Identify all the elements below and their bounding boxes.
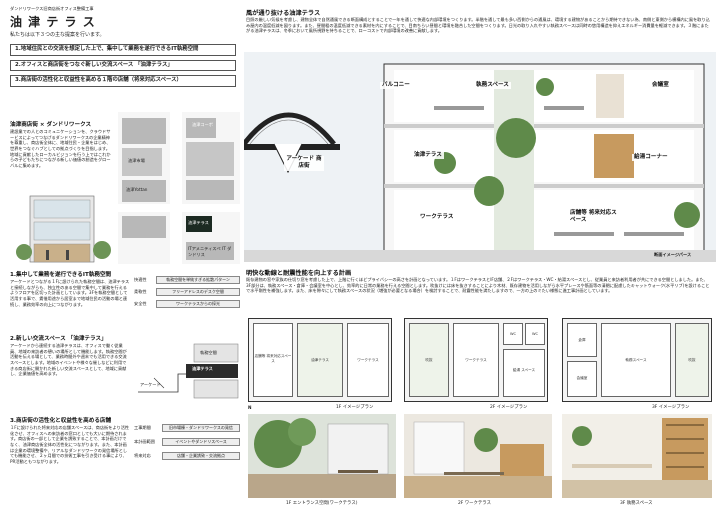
section3-flow: 工事期間 旧市場棟・ダンドリワークスの発信 本計画範囲 イベントやダンドリスペー… [134,424,240,460]
photo-3f-office [562,414,712,498]
north-arrow-icon: N [248,405,252,410]
room-wc-2: WC [525,323,545,345]
photo-1f-caption: 1F エントランス空間(ワークテラス) [286,501,358,506]
room-meeting: 会議室 [567,361,597,397]
plan-1f: 店舗等 将来対応スペース 油津テラス ワークテラス [248,318,392,402]
flow-box-2: イベントやダンドリスペース [162,438,240,446]
room-shop: 店舗等 将来対応スペース [253,323,293,397]
proposal-list: 1.地域住民との交流を想定した上で、集中して業務を遂行できるIT執務空間 2.オ… [10,44,236,87]
room-workterrace-1f: ワークテラス [347,323,389,397]
flow-label-3: 将来対応 [134,453,151,459]
label-shop: 店舗等 将来対応スペース [568,210,622,225]
box-comfort: 執務空間を単純すぎる拡散パターン [156,276,240,284]
room-workterrace-2f: ワークテラス [453,323,499,397]
plan-1f-caption: 1F イメージプラン [336,405,374,410]
section2-body: アーケードから連続する油津テラスは、オフィスで働く従業員、地域の来訪者の憩いの場… [10,343,127,377]
tree-icon [474,176,504,206]
photo-3f-caption: 3F 執務スペース [620,501,653,506]
label-terrace: 油津テラス [412,152,444,160]
subtitle: ダンドリワークス旧商店街オフィス整備工事 [10,6,94,11]
label-balcony: バルコニー [380,82,412,90]
proposal-1: 1.地域住民との交流を想定した上で、集中して業務を遂行できるIT執務空間 [10,44,236,56]
photo-2f-caption: 2F ワークテラス [458,501,491,506]
box-safety: ワークテラスからの採光 [156,300,240,308]
flow-box-1: 旧市場棟・ダンドリワークスの発信 [162,424,240,432]
plans-body: 既存建物の窓や家族の仕切り窓を考慮した上で、上階に行くほどプライバシーの高さを計… [246,277,710,294]
section1-diagram: 快適性 執務空間を単純すぎる拡散パターン 柔軟性 フリーアドレスのデスク空間 安… [134,276,240,308]
section-view-body: 目照の厳しい気候を考慮し、建物全体で自然通風できる断面構成とすることで一年を通し… [246,17,710,34]
room-storage: 倉庫 [567,323,597,357]
map-label-1: 油津コーポ [192,122,213,127]
section3-heading: 3.商店街の活性化と収益性を高める店舗 [10,418,112,424]
map-label-5: ITアメニティスぺ IT ダンドリス [188,246,232,257]
room-wc-1: WC [503,323,523,345]
site-map: 油津コーポ 油津市場 油津Yottan 油津テラス ITアメニティスぺ IT ダ… [118,112,240,264]
section-view-heading: 風が通り抜ける油津テラス [246,10,321,17]
box-flex: フリーアドレスのデスク空間 [156,288,240,296]
section-perspective: バルコニー 執務スペース 会議室 油津テラス 給湯コーナー アーケード 商店街 … [242,52,716,262]
map-label-4: 油津テラス [188,220,209,225]
room-kitchen-2f: 給湯 スペース [503,349,545,397]
diagram-arcade: アーケード [140,382,161,387]
label-office: 執務スペース [474,82,511,90]
label-kitchen: 給湯コーナー [632,154,670,162]
room-void-2f: 吹抜 [409,323,449,397]
proposal-3: 3.商店街の活性化と収益性を高める１階の店舗（将来対応スペース） [10,75,236,87]
page-title: 油 津 テ ラ ス [10,15,96,29]
section2-diagram: アーケード 油津テラス 執務空間 [134,338,240,410]
label-arcade: アーケード 商店街 [284,156,324,171]
room-terrace-1f: 油津テラス [297,323,343,397]
tree-icon [496,118,536,158]
label-meeting: 会議室 [650,82,671,90]
label-workterrace: ワークテラス [418,214,456,222]
flow-label-2: 本計画範囲 [134,439,155,445]
diagram-office: 執務空間 [200,350,217,355]
map-label-2: 油津市場 [128,158,145,163]
proposal-2: 2.オフィスと商店街をつなぐ新しい交流スペース 「油津テラス」 [10,59,236,72]
intro-text: 私たちは以下３つの主な提案を行います。 [10,32,105,38]
plan-3f: 倉庫 会議室 執務スペース 吹抜 [562,318,712,402]
room-office-3f: 執務スペース [601,323,671,397]
section1-heading: 1.集中して業務を遂行できるIT執務空間 [10,272,112,278]
plan-2f-caption: 2F イメージプラン [490,405,528,410]
facade-illustration [12,186,114,264]
map-body: 建設業での人とのコミュニケーションを、クラウドサービスによってつなげるダンドリワ… [10,129,111,169]
map-heading: 油津商店街 × ダンドリワークス [10,122,92,128]
plans-heading: 明快な動線と耐震性能を向上する計画 [246,270,352,277]
flow-box-3: 店舗・企業誘致・交流拠点 [162,452,240,460]
diagram-terrace: 油津テラス [192,366,213,371]
plan-2f: 吹抜 ワークテラス 給湯 スペース WC WC [404,318,548,402]
tag-comfort: 快適性 [134,277,147,283]
section3-body: １Fに設けられた将来対応の店舗スペースは、商店街をより活性化させ、オフィスへの来… [10,425,130,465]
section1-body: アーケードとつながる１Fに設けられた執務空間は、油津テラスと接続しながらも、独立… [10,279,130,307]
photo-2f-workterrace [404,414,552,498]
tag-safety: 安全性 [134,301,147,307]
room-void-3f: 吹抜 [675,323,709,397]
perspective-caption: 断面イメージパース [654,252,692,257]
plant-icon [536,78,554,96]
flow-label-1: 工事期間 [134,425,151,431]
plant-icon [674,202,700,228]
map-label-3: 油津Yottan [126,187,148,192]
plan-3f-caption: 3F イメージプラン [652,405,690,410]
section2-heading: 2.新しい交流スペース 「油津テラス」 [10,336,107,342]
photo-1f-entrance [248,414,396,498]
tag-flex: 柔軟性 [134,289,147,295]
